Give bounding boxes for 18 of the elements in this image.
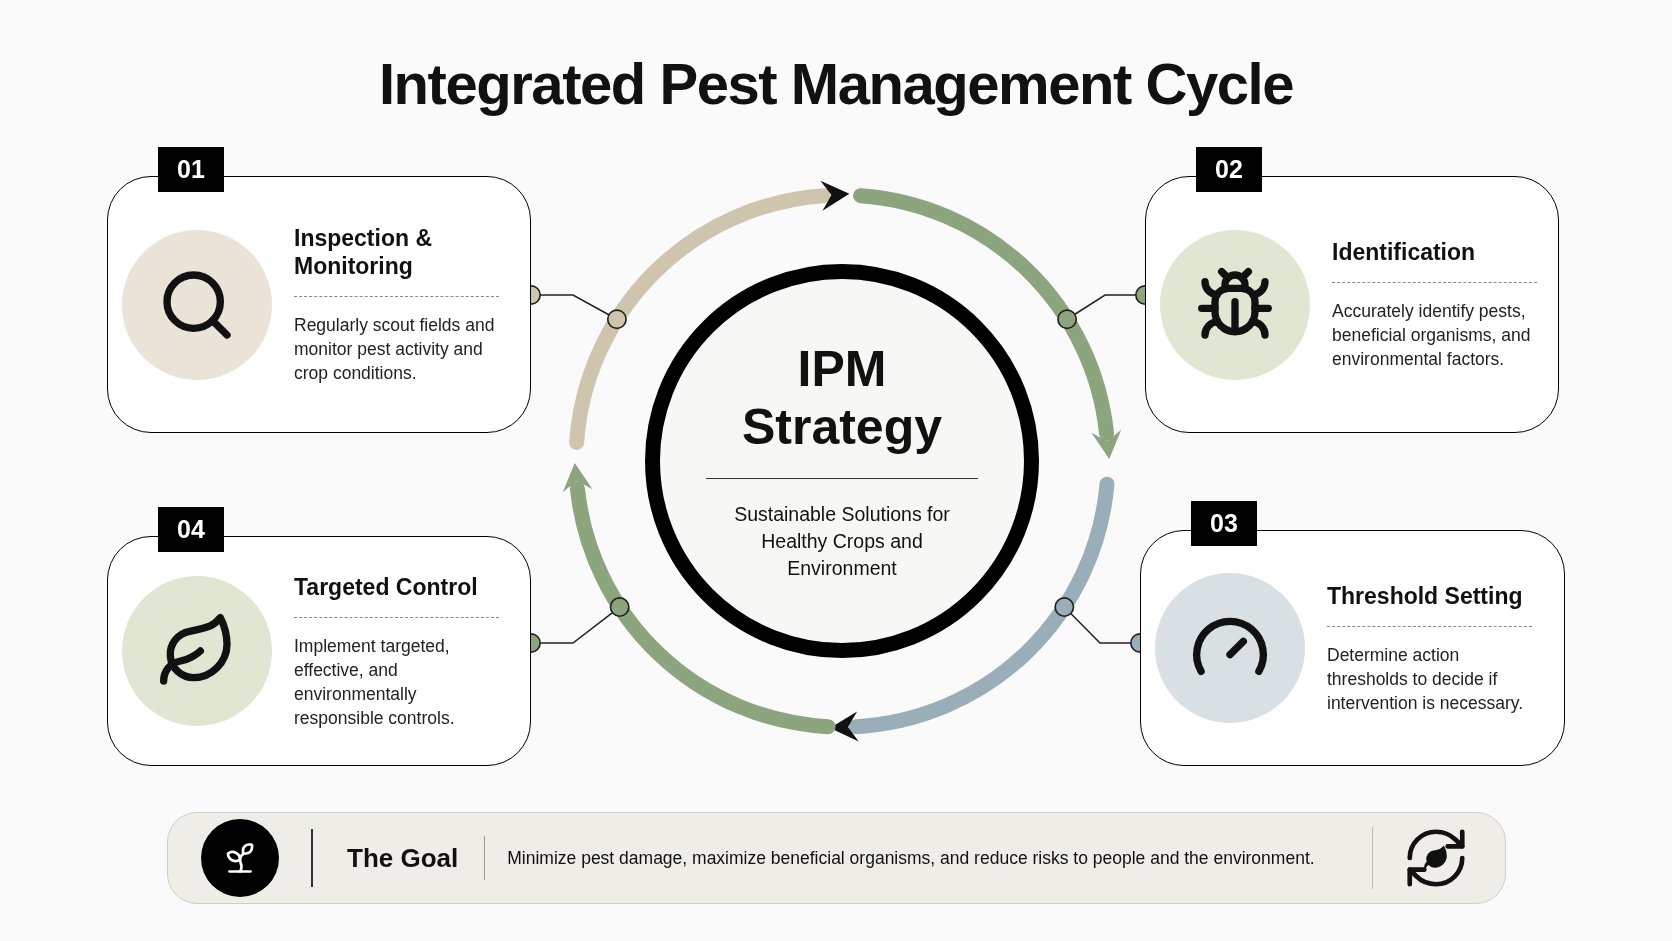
step-description: Determine action thresholds to decide if intervention is necessary.: [1327, 643, 1525, 715]
step-description: Accurately identify pests, beneficial organisms, and environmental factors.: [1332, 300, 1532, 371]
center-title: IPM Strategy: [740, 340, 944, 456]
step-heading: Targeted Control: [294, 572, 479, 601]
step-number: 01: [158, 147, 224, 192]
step-number: 03: [1191, 501, 1257, 546]
step-number: 02: [1196, 147, 1262, 192]
diagram-title: Integrated Pest Management Cycle: [377, 50, 1295, 118]
step-description: Regularly scout fields and monitor pest activity and crop conditions.: [294, 314, 496, 385]
step-number: 04: [158, 507, 224, 552]
goal-banner: [167, 812, 1506, 904]
center-subtitle: Sustainable Solutions for Healthy Crops and Environment: [733, 502, 951, 581]
step-description: Implement targeted, effective, and environmentally responsible controls.: [294, 634, 456, 730]
step-heading: Threshold Setting: [1327, 581, 1524, 610]
goal-heading: The Goal: [347, 841, 459, 875]
goal-description: Minimize pest damage, maximize beneficial organisms, and reduce risks to people and the environment.: [507, 846, 1315, 870]
step-heading: Identification: [1332, 238, 1477, 266]
step-heading: Inspection & Monitoring: [294, 224, 433, 280]
